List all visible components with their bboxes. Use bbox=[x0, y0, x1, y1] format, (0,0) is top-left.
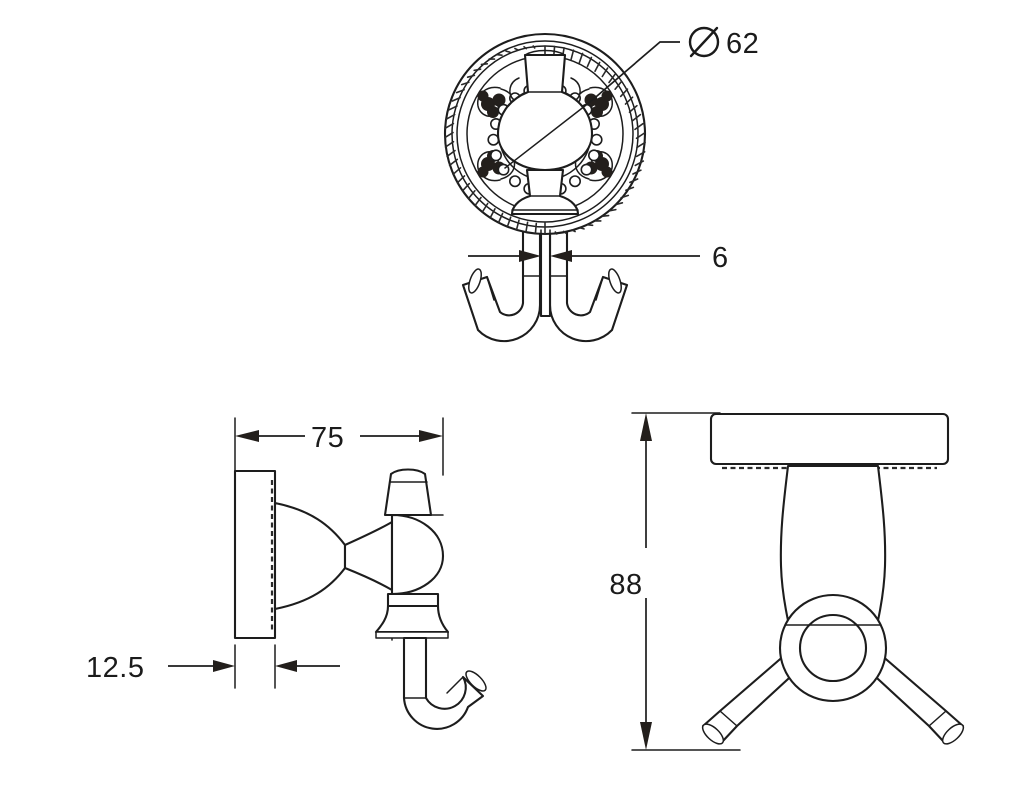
plan-top-plate bbox=[709, 412, 950, 466]
dimension-stem-6: 6 bbox=[468, 229, 729, 274]
dimension-125-arrow-left bbox=[213, 660, 235, 672]
side-hook bbox=[402, 636, 485, 730]
dimension-125-value: 12.5 bbox=[86, 652, 144, 684]
side-collar-band bbox=[386, 592, 440, 608]
front-view: 62 6 bbox=[443, 26, 759, 343]
side-hook-facet bbox=[446, 676, 464, 694]
front-view-hooks bbox=[461, 194, 629, 343]
plan-arm-right-tip bbox=[941, 723, 965, 745]
dimension-projection-75: 75 bbox=[234, 417, 444, 476]
diameter-leader-through-hub bbox=[504, 101, 591, 169]
dimension-88-arrow-bottom bbox=[640, 722, 652, 750]
hub-cap-arc bbox=[524, 49, 566, 56]
bottom-view: 88 bbox=[609, 412, 965, 751]
side-body-sphere bbox=[390, 513, 445, 596]
hub-ear-right bbox=[570, 77, 581, 101]
diameter-symbol-icon bbox=[688, 26, 720, 58]
dimension-6-arrow-left bbox=[519, 250, 541, 262]
dimension-88-arrow-top bbox=[640, 413, 652, 441]
plan-arm-left-facet bbox=[719, 710, 738, 727]
dimension-height-88: 88 bbox=[609, 412, 741, 751]
dimension-plate-thickness-125: 12.5 bbox=[86, 644, 340, 689]
side-collar-flare bbox=[374, 604, 450, 634]
plan-boss-inner bbox=[798, 613, 868, 683]
diameter-leader-line bbox=[589, 41, 680, 103]
plan-arm-right-facet bbox=[928, 710, 947, 727]
rosette-pedestal bbox=[510, 168, 580, 216]
hub-ear-left bbox=[509, 77, 520, 101]
front-hook-left-tip bbox=[468, 268, 482, 294]
plan-arm-left-tip bbox=[701, 723, 725, 745]
front-hook-left-inner bbox=[499, 214, 524, 317]
side-hook-tip bbox=[465, 670, 487, 692]
diameter-leader-arrowhead bbox=[590, 95, 606, 109]
pedestal-bands bbox=[511, 195, 579, 211]
dimension-6-arrow-right bbox=[550, 250, 572, 262]
front-hook-right-tip bbox=[608, 268, 622, 294]
side-view: 75 bbox=[86, 417, 487, 730]
dimension-diameter-value: 62 bbox=[726, 28, 759, 60]
dimension-88-value: 88 bbox=[609, 569, 642, 601]
front-hook-right-inner bbox=[566, 214, 591, 317]
floret-upper-left bbox=[477, 90, 506, 118]
front-hook-right-facet bbox=[595, 276, 604, 301]
dimension-6-value: 6 bbox=[712, 242, 729, 274]
side-finial-cap bbox=[383, 468, 433, 517]
rosette-plate bbox=[443, 32, 647, 236]
dimension-125-arrow-right bbox=[275, 660, 297, 672]
dimension-75-value: 75 bbox=[311, 422, 344, 454]
rosette-band-texture bbox=[444, 45, 646, 235]
side-hook-inner-line bbox=[403, 637, 427, 699]
front-hook-left-facet bbox=[486, 276, 495, 301]
dimension-75-arrow-left bbox=[235, 430, 259, 442]
side-wall-plate bbox=[233, 469, 277, 640]
dimension-diameter-62: 62 bbox=[589, 26, 759, 109]
dimension-75-arrow-right bbox=[419, 430, 443, 442]
